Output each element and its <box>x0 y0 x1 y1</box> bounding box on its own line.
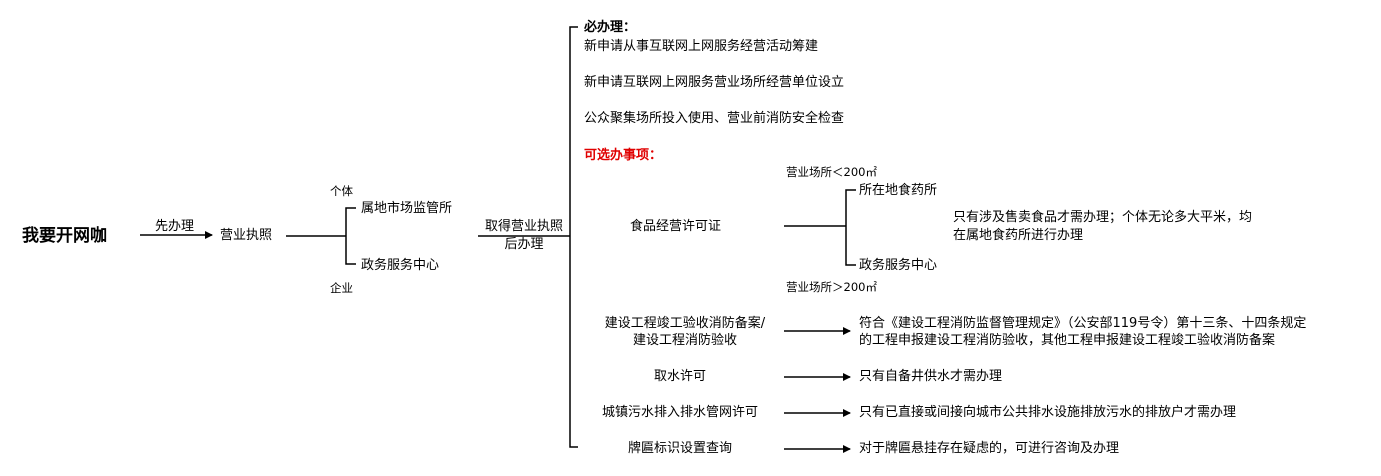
required-item: 新申请互联网上网服务营业场所经营单位设立 <box>584 75 845 90</box>
note-food-line2: 在属地食药所进行办理 <box>953 228 1084 243</box>
node-fire-line1: 建设工程竣工验收消防备案/ <box>604 316 766 331</box>
edge-label-first: 先办理 <box>155 219 195 234</box>
bracket-food-branch <box>845 189 856 266</box>
node-signboard-query: 牌匾标识设置查询 <box>627 441 732 456</box>
required-item: 公众聚集场所投入使用、营业前消防安全检查 <box>584 111 845 126</box>
node-food-license: 食品经营许可证 <box>630 219 722 234</box>
root-title: 我要开网咖 <box>22 226 107 246</box>
note-signboard-query: 对于牌匾悬挂存在疑虑的，可进行咨询及办理 <box>859 441 1120 456</box>
label-enterprise: 企业 <box>330 281 353 295</box>
node-food-gov-service-center: 政务服务中心 <box>859 258 938 273</box>
node-sewage-permit: 城镇污水排入排水管网许可 <box>601 405 758 420</box>
label-individual: 个体 <box>330 184 353 198</box>
note-fire-line1: 符合《建设工程消防监督管理规定》（公安部119号令）第十三条、十四条规定 <box>859 316 1307 331</box>
bracket-license-branch <box>345 207 356 265</box>
node-local-food-drug-office: 所在地食药所 <box>859 183 938 198</box>
label-area-over-200: 营业场所＞200㎡ <box>786 280 877 294</box>
required-title: 必办理： <box>584 20 637 35</box>
optional-title: 可选办事项： <box>584 148 663 163</box>
note-food-line1: 只有涉及售卖食品才需办理；个体无论多大平米，均 <box>953 210 1253 225</box>
node-fire-line2: 建设工程消防验收 <box>632 333 737 348</box>
node-gov-service-center: 政务服务中心 <box>361 258 440 273</box>
node-water-permit: 取水许可 <box>653 369 706 384</box>
note-fire-line2: 的工程申报建设工程消防验收，其他工程申报建设工程竣工验收消防备案 <box>859 333 1276 348</box>
bracket-main <box>569 26 578 448</box>
note-sewage-permit: 只有已直接或间接向城市公共排水设施排放污水的排放户才需办理 <box>859 405 1237 420</box>
label-area-under-200: 营业场所＜200㎡ <box>786 165 877 179</box>
node-local-market-office: 属地市场监管所 <box>361 201 453 216</box>
note-water-permit: 只有自备井供水才需办理 <box>859 369 1003 384</box>
node-business-license: 营业执照 <box>220 228 273 243</box>
step2-line2: 后办理 <box>504 237 544 252</box>
required-item: 新申请从事互联网上网服务经营活动筹建 <box>584 39 819 54</box>
step2-line1: 取得营业执照 <box>484 219 563 234</box>
